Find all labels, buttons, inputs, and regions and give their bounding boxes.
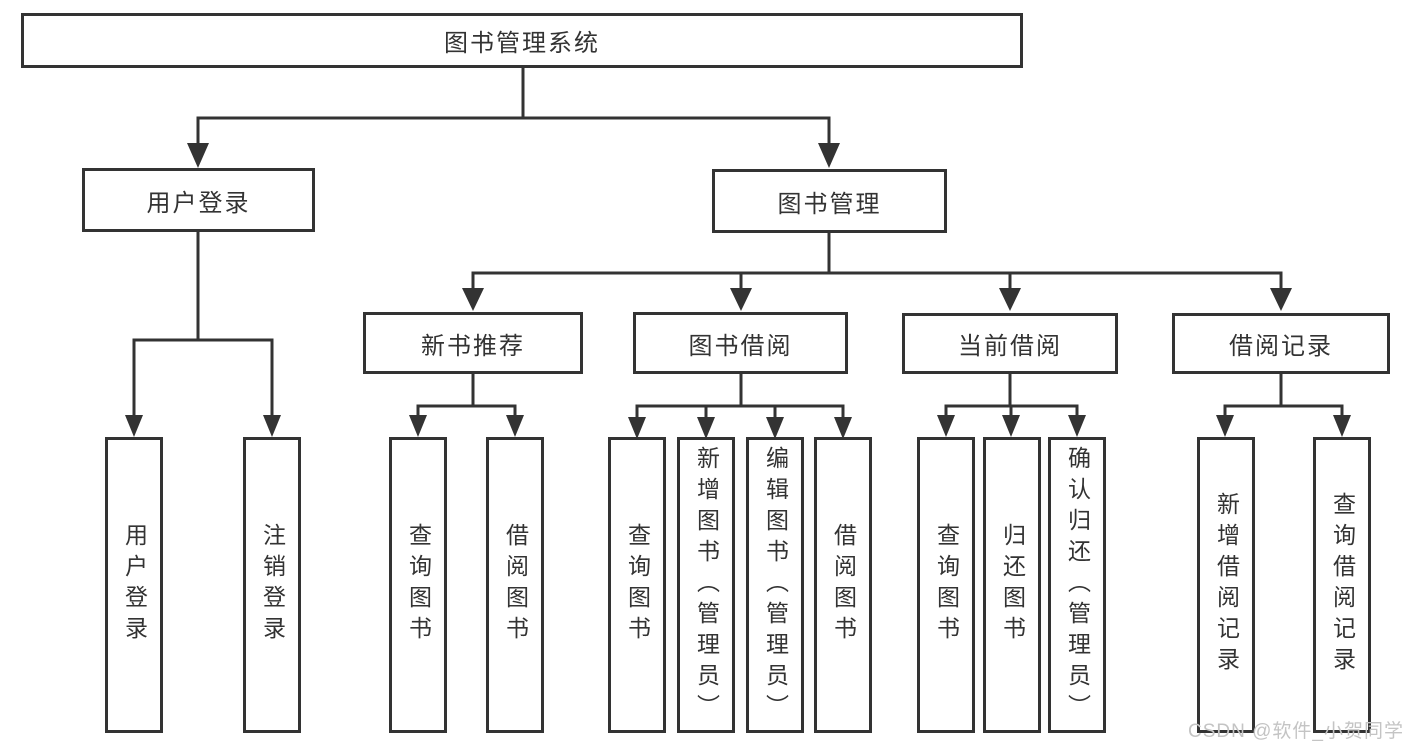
leaf-query-books-current: 查询图书 (917, 437, 975, 733)
leaf-add-borrow-record: 新增借阅记录 (1197, 437, 1255, 733)
leaf-query-books-borrowing: 查询图书 (608, 437, 666, 733)
leaf-logout: 注销登录 (243, 437, 301, 733)
leaf-return-books: 归还图书 (983, 437, 1041, 733)
node-current-borrowing: 当前借阅 (902, 313, 1118, 374)
node-book-management: 图书管理 (712, 169, 947, 233)
leaf-query-borrow-record: 查询借阅记录 (1313, 437, 1371, 733)
leaf-confirm-return-admin: 确认归还（管理员） (1048, 437, 1106, 733)
node-new-book-recommendation: 新书推荐 (363, 312, 583, 374)
connector-line-paths (132, 68, 1344, 420)
node-book-borrowing: 图书借阅 (633, 312, 848, 374)
node-user-login: 用户登录 (82, 168, 315, 232)
leaf-query-books-recommend: 查询图书 (389, 437, 447, 733)
node-library-system: 图书管理系统 (21, 13, 1023, 68)
leaf-add-books-admin: 新增图书（管理员） (677, 437, 735, 733)
leaf-user-login: 用户登录 (105, 437, 163, 733)
watermark: CSDN @软件_小贺同学 (1188, 721, 1404, 742)
leaf-borrow-books-borrowing: 借阅图书 (814, 437, 872, 733)
connector-arrowheads (125, 143, 1351, 439)
node-borrowing-records: 借阅记录 (1172, 313, 1390, 374)
leaf-borrow-books-recommend: 借阅图书 (486, 437, 544, 733)
leaf-edit-books-admin: 编辑图书（管理员） (746, 437, 804, 733)
